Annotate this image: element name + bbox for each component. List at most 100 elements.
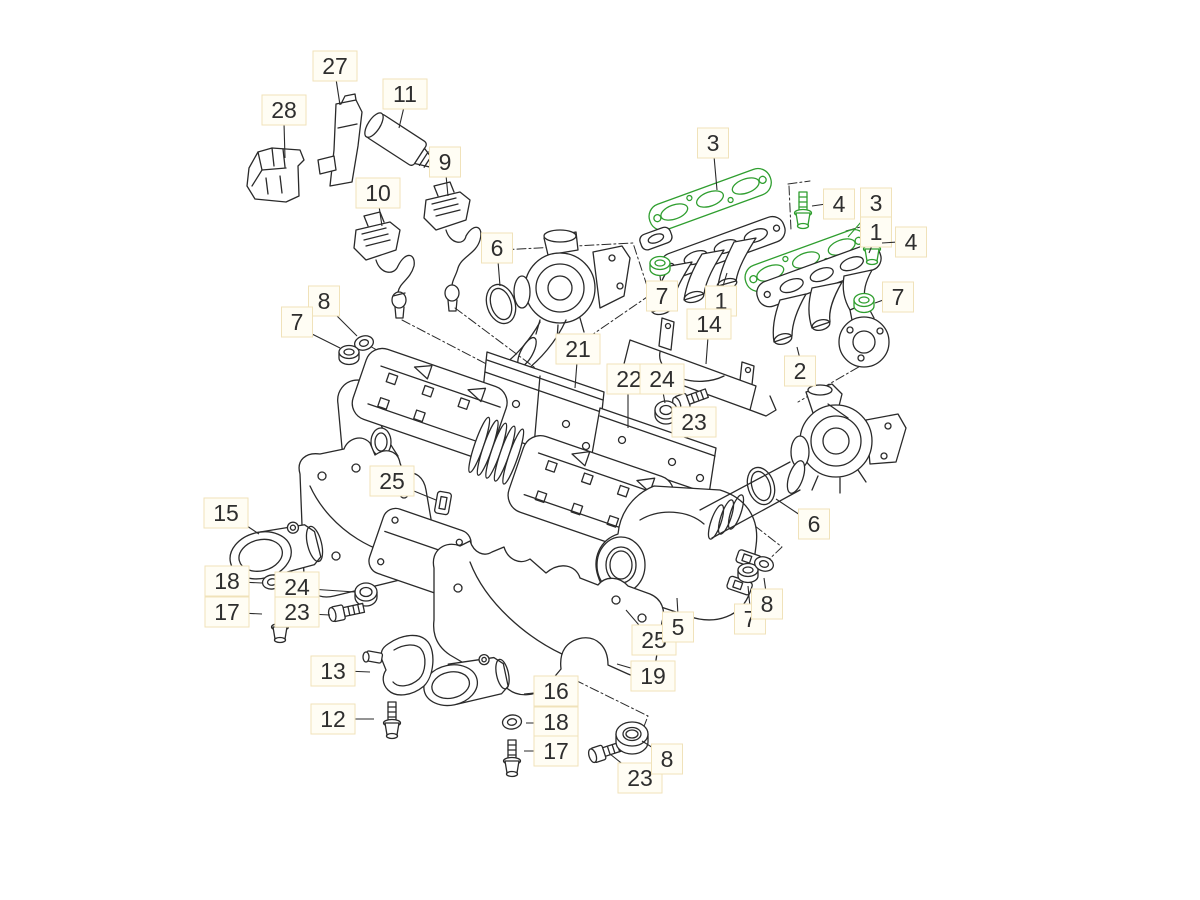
part-number-box bbox=[261, 94, 307, 126]
callout-7-11[interactable]: 7 bbox=[646, 275, 678, 312]
part-number-box bbox=[310, 703, 356, 735]
part-number-box bbox=[203, 497, 249, 529]
part-number-box bbox=[355, 177, 401, 209]
callout-12-34[interactable]: 12 bbox=[310, 703, 374, 735]
part-oring-6-rear[interactable] bbox=[743, 464, 779, 508]
part-bolt-12[interactable] bbox=[382, 701, 402, 740]
part-number: 23 bbox=[284, 599, 310, 625]
part-number: 7 bbox=[656, 283, 669, 309]
part-number: 27 bbox=[322, 53, 348, 79]
part-number-box bbox=[784, 355, 816, 387]
part-turbocharger-1[interactable] bbox=[501, 229, 631, 373]
callout-3-6[interactable]: 3 bbox=[697, 127, 729, 191]
callout-3-8[interactable]: 3 bbox=[847, 187, 892, 238]
part-bolt-4-front[interactable] bbox=[793, 191, 813, 230]
part-nut-7-left[interactable] bbox=[338, 344, 360, 366]
callout-16-33[interactable]: 16 bbox=[523, 675, 579, 707]
callout-14-14[interactable]: 14 bbox=[686, 308, 732, 365]
part-number: 3 bbox=[870, 190, 883, 216]
part-tail-pipe-tip-16[interactable] bbox=[419, 650, 512, 710]
part-exhaust-manifold-2[interactable] bbox=[753, 241, 890, 368]
part-number-box bbox=[798, 508, 830, 540]
part-number: 22 bbox=[616, 366, 642, 392]
part-number: 4 bbox=[905, 229, 918, 255]
callout-21-16[interactable]: 21 bbox=[555, 333, 601, 389]
callout-2-15[interactable]: 2 bbox=[784, 346, 816, 387]
callout-18-35[interactable]: 18 bbox=[526, 706, 579, 738]
callout-10-4[interactable]: 10 bbox=[355, 177, 401, 227]
callout-22-17[interactable]: 22 bbox=[606, 363, 652, 428]
callout-17-25[interactable]: 17 bbox=[204, 596, 263, 628]
leader-line bbox=[335, 78, 341, 106]
callout-7-40[interactable]: 7 bbox=[281, 306, 341, 349]
part-number-box bbox=[533, 735, 579, 767]
callout-23-26[interactable]: 23 bbox=[274, 596, 331, 628]
callout-23-19[interactable]: 23 bbox=[671, 406, 717, 438]
part-grommet-24-left[interactable] bbox=[354, 582, 378, 607]
part-number: 2 bbox=[794, 358, 807, 384]
callout-19-32[interactable]: 19 bbox=[616, 660, 676, 692]
callout-4-7[interactable]: 4 bbox=[811, 188, 855, 220]
callout-11-2[interactable]: 11 bbox=[382, 78, 428, 129]
part-number: 13 bbox=[320, 658, 346, 684]
callout-1-9[interactable]: 1 bbox=[860, 216, 892, 254]
part-number-box bbox=[860, 187, 892, 219]
part-oxygen-sensor-9[interactable] bbox=[423, 181, 482, 312]
callout-24-18[interactable]: 24 bbox=[639, 363, 685, 404]
part-number-box bbox=[281, 306, 313, 338]
part-number: 28 bbox=[271, 97, 297, 123]
part-number-box bbox=[823, 188, 855, 220]
part-bushing-8-bottom-center[interactable] bbox=[615, 721, 649, 755]
callout-25-20[interactable]: 25 bbox=[369, 465, 437, 501]
part-number-box bbox=[860, 216, 892, 248]
part-number-box bbox=[751, 588, 783, 620]
callout-17-36[interactable]: 17 bbox=[524, 735, 579, 767]
part-bolt-17-bottom[interactable] bbox=[502, 739, 522, 778]
part-nut-7-rear[interactable] bbox=[853, 292, 875, 314]
part-turbocharger-2[interactable] bbox=[790, 383, 907, 494]
part-clamp-13[interactable] bbox=[362, 634, 434, 696]
part-retainer-clip-28[interactable] bbox=[246, 147, 305, 203]
part-number-box bbox=[204, 565, 250, 597]
callout-27-0[interactable]: 27 bbox=[312, 50, 358, 106]
callout-8-30[interactable]: 8 bbox=[751, 577, 783, 620]
part-number-box bbox=[639, 363, 685, 395]
part-oxygen-sensor-10[interactable] bbox=[353, 211, 415, 319]
callout-9-3[interactable]: 9 bbox=[429, 146, 461, 197]
callout-6-5[interactable]: 6 bbox=[481, 232, 513, 287]
callout-4-10[interactable]: 4 bbox=[881, 226, 927, 258]
part-number: 21 bbox=[565, 336, 591, 362]
part-mounting-bracket-14[interactable] bbox=[609, 317, 777, 417]
callout-7-13[interactable]: 7 bbox=[874, 281, 914, 313]
part-manifold-gasket-3-front[interactable] bbox=[645, 165, 775, 234]
part-number: 7 bbox=[291, 309, 304, 335]
callout-6-21[interactable]: 6 bbox=[775, 498, 830, 540]
part-number: 17 bbox=[214, 599, 240, 625]
part-number: 15 bbox=[213, 500, 239, 526]
callout-15-22[interactable]: 15 bbox=[203, 497, 260, 535]
callout-8-39[interactable]: 8 bbox=[308, 285, 358, 337]
part-number-box bbox=[274, 596, 320, 628]
callout-18-23[interactable]: 18 bbox=[204, 565, 263, 597]
part-clip-25-front[interactable] bbox=[434, 490, 452, 516]
part-washer-18-bottom[interactable] bbox=[500, 713, 524, 731]
part-oring-6-front[interactable] bbox=[482, 281, 521, 328]
callout-8-38[interactable]: 8 bbox=[641, 740, 683, 775]
part-nut-7-front[interactable] bbox=[649, 255, 671, 277]
part-number-box bbox=[533, 675, 579, 707]
part-number: 19 bbox=[640, 663, 666, 689]
callout-13-31[interactable]: 13 bbox=[310, 655, 371, 687]
callout-5-28[interactable]: 5 bbox=[662, 597, 694, 643]
part-number: 4 bbox=[833, 191, 846, 217]
part-retainer-clip-27[interactable] bbox=[317, 93, 363, 187]
part-number: 17 bbox=[543, 738, 569, 764]
part-number-box bbox=[646, 280, 678, 312]
part-number: 1 bbox=[715, 288, 728, 314]
part-number: 16 bbox=[543, 678, 569, 704]
leader-line bbox=[283, 122, 286, 159]
part-bolt-23-left[interactable] bbox=[326, 599, 366, 624]
callout-28-1[interactable]: 28 bbox=[261, 94, 307, 159]
